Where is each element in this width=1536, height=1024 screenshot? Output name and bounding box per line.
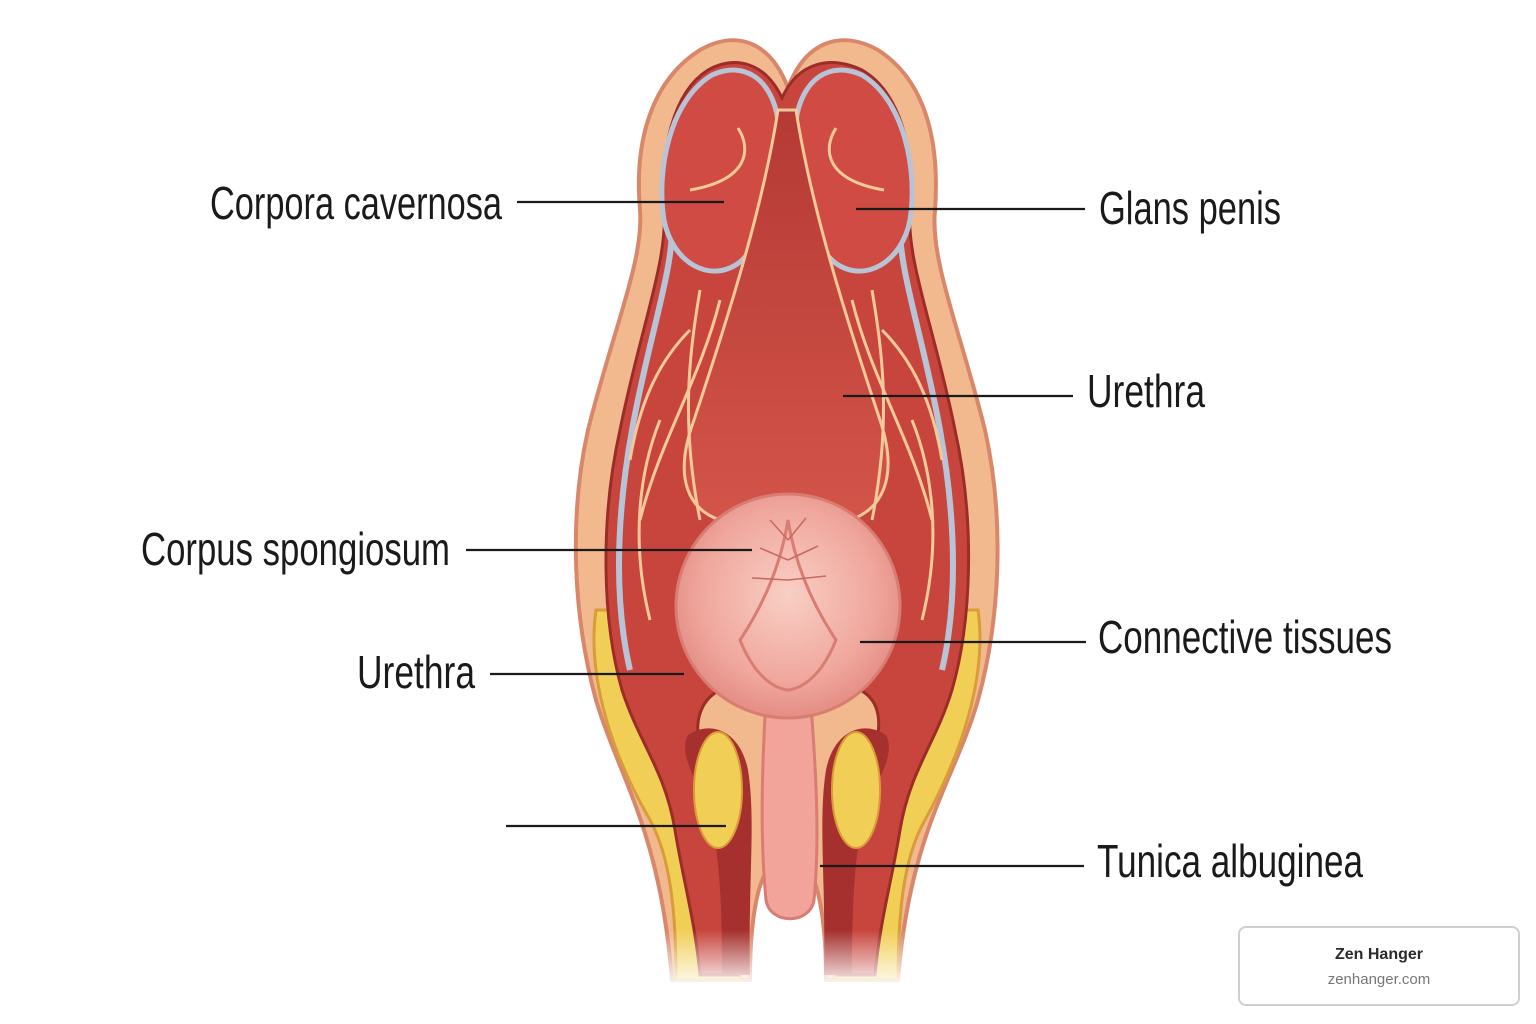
leader-lines: [466, 200, 1086, 868]
brand-name: Zen Hanger: [1334, 946, 1423, 963]
left-glans-vein: [689, 127, 747, 192]
corpora-veins: [628, 289, 944, 621]
label-corpus-spongiosum: Corpus spongiosum: [141, 523, 450, 575]
diagram-labels: Corpora cavernosa Glans penis Urethra Co…: [141, 177, 1392, 887]
brand-card[interactable]: Zen Hanger zenhanger.com: [1238, 926, 1520, 1006]
bulb-fold: [738, 519, 838, 692]
right-glans-lobe: [791, 67, 915, 274]
label-urethra-lower: Urethra: [357, 646, 475, 698]
label-glans-penis: Glans penis: [1099, 182, 1281, 234]
brand-url[interactable]: zenhanger.com: [1327, 971, 1431, 988]
label-urethra-upper: Urethra: [1087, 365, 1205, 417]
left-lower-yellow: [693, 731, 743, 849]
label-corpora-cavernosa: Corpora cavernosa: [210, 177, 502, 229]
label-tunica-albuginea: Tunica albuginea: [1097, 835, 1363, 887]
bottom-fade: [560, 930, 1020, 990]
label-connective-tissues: Connective tissues: [1098, 611, 1392, 663]
right-lower-yellow: [831, 731, 881, 849]
right-glans-vein: [827, 127, 885, 192]
anatomy-illustration: [560, 38, 1020, 990]
left-glans-lobe: [659, 67, 783, 274]
bulb-veins: [751, 517, 827, 581]
